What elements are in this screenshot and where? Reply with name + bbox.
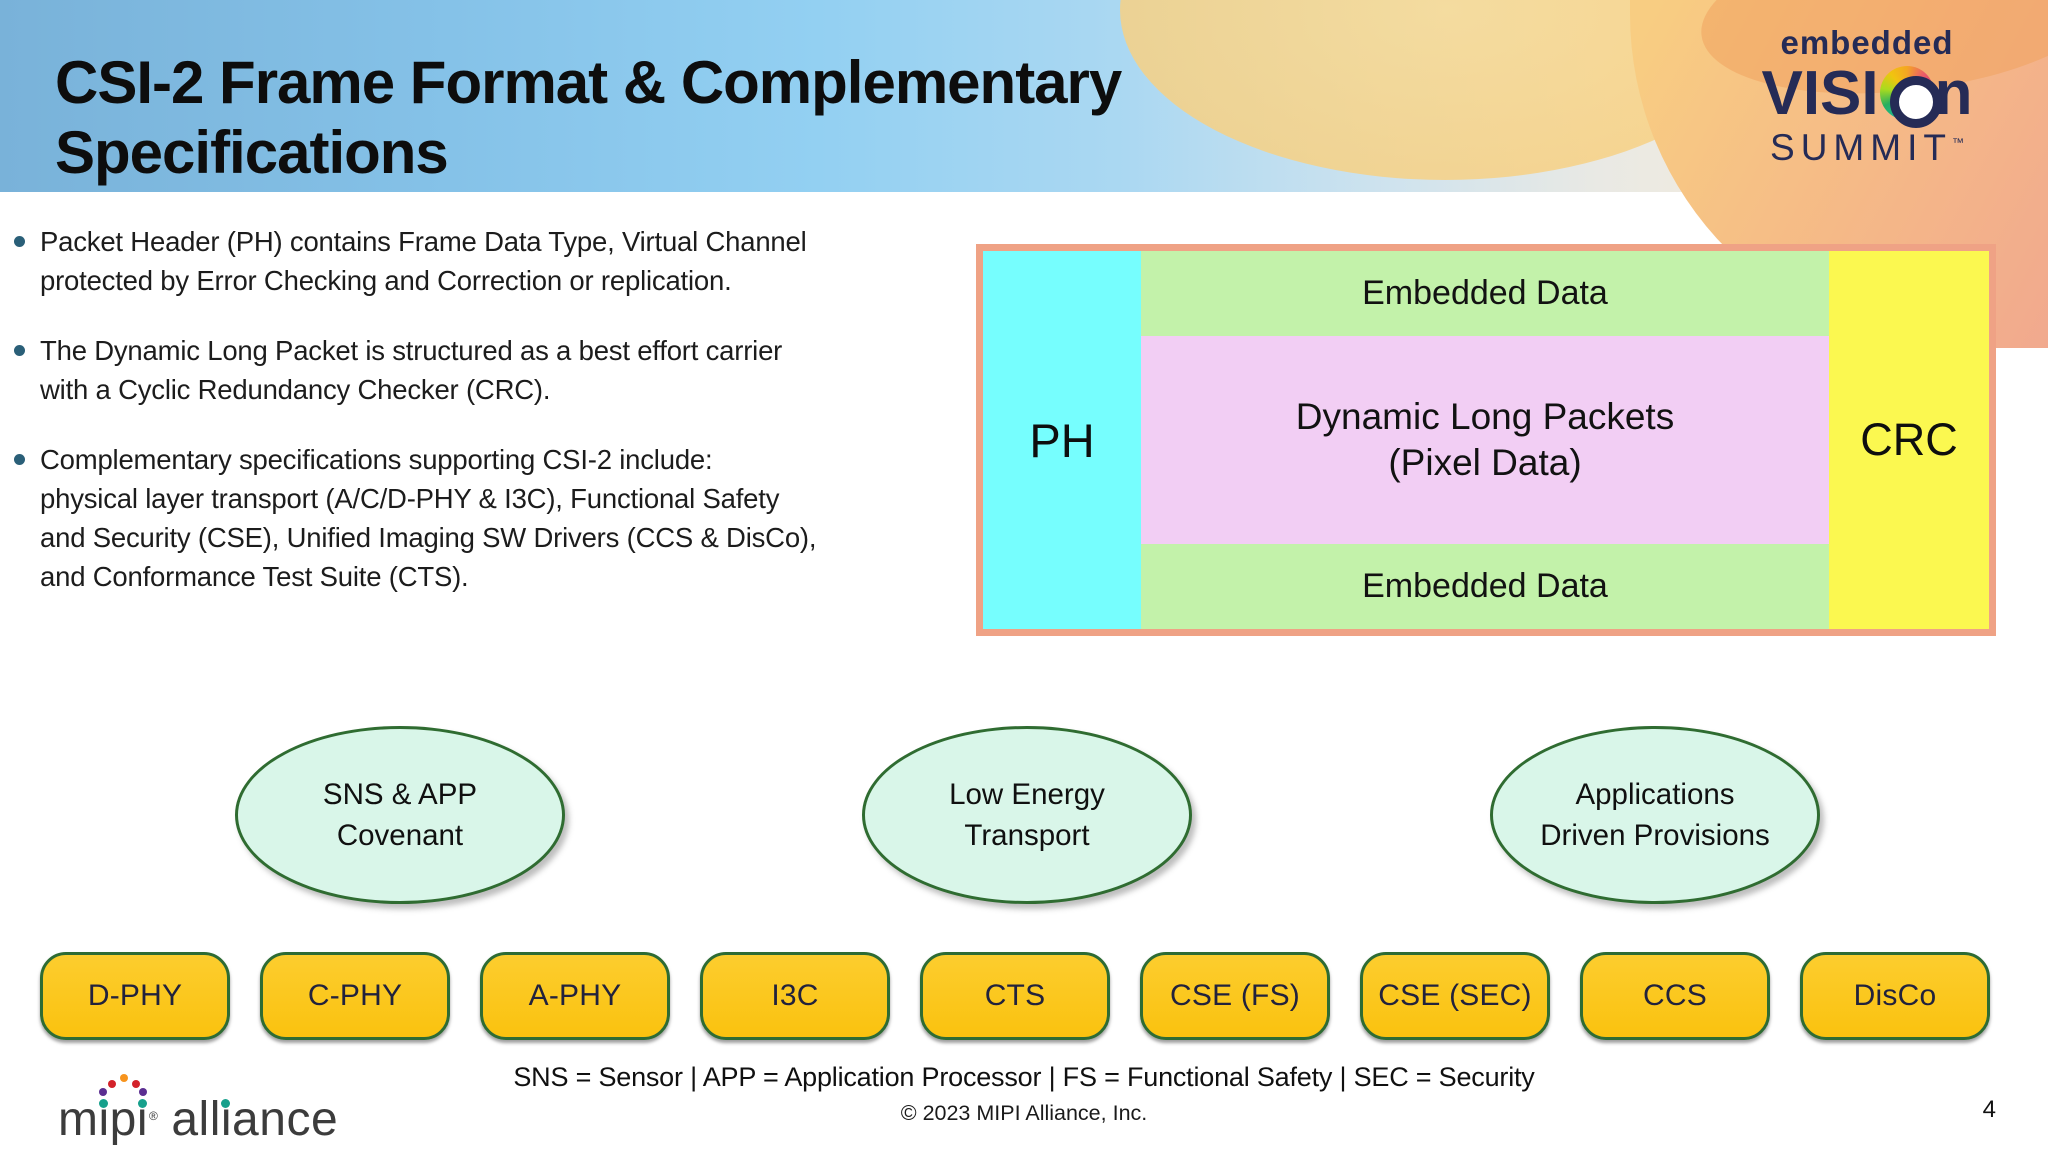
mipi-registered-mark: ® bbox=[149, 1109, 159, 1123]
diagram-embedded-data-bottom-cell: Embedded Data bbox=[1141, 544, 1829, 629]
spec-box-cse-sec: CSE (SEC) bbox=[1360, 952, 1550, 1040]
mipi-logo-word2: alliance bbox=[171, 1093, 339, 1146]
ev-logo-summit-text: SUMMIT™ bbox=[1742, 126, 1992, 170]
bullet-item-dynamic-long-packet: The Dynamic Long Packet is structured as… bbox=[12, 331, 942, 409]
bullet-item-complementary-specs: Complementary specifications supporting … bbox=[12, 440, 942, 596]
spec-box-cts: CTS bbox=[920, 952, 1110, 1040]
diagram-crc-cell: CRC bbox=[1829, 251, 1989, 629]
ev-logo-trademark: ™ bbox=[1951, 135, 1964, 150]
mipi-arc-dot-red-icon bbox=[132, 1080, 140, 1088]
abbreviation-legend: SNS = Sensor | APP = Application Process… bbox=[513, 1062, 1535, 1092]
ellipse-label: SNS & APP Covenant bbox=[322, 778, 478, 852]
color-pinwheel-o-icon bbox=[1879, 66, 1942, 129]
spec-box-disco: DisCo bbox=[1800, 952, 1990, 1040]
spec-box-ccs: CCS bbox=[1580, 952, 1770, 1040]
diagram-dynamic-long-packets-cell: Dynamic Long Packets (Pixel Data) bbox=[1141, 336, 1829, 544]
spec-box-a-phy: A-PHY bbox=[480, 952, 670, 1040]
diagram-ph-cell: PH bbox=[983, 251, 1141, 629]
diagram-dynamic-line1: Dynamic Long Packets bbox=[1295, 396, 1675, 437]
bullet-item-packet-header: Packet Header (PH) contains Frame Data T… bbox=[12, 222, 942, 300]
spec-box-cse-fs: CSE (FS) bbox=[1140, 952, 1330, 1040]
mipi-alliance-logo: mipi ® alliance bbox=[58, 1068, 338, 1144]
copyright-text: © 2023 MIPI Alliance, Inc. bbox=[900, 1101, 1148, 1125]
bullet-list: Packet Header (PH) contains Frame Data T… bbox=[12, 222, 942, 627]
spec-box-c-phy: C-PHY bbox=[260, 952, 450, 1040]
mipi-logo-text: mipi ® alliance bbox=[58, 1068, 338, 1144]
ellipse-low-energy-transport: Low Energy Transport bbox=[862, 726, 1192, 904]
mipi-i-dot-teal-icon bbox=[99, 1099, 108, 1108]
ev-logo-vision-right: n bbox=[1934, 58, 1973, 128]
ellipse-sns-app-covenant: SNS & APP Covenant bbox=[235, 726, 565, 904]
frame-format-diagram: PH Embedded Data Dynamic Long Packets (P… bbox=[976, 244, 1996, 636]
page-number: 4 bbox=[1982, 1096, 1996, 1123]
mipi-i-dot-teal-icon bbox=[221, 1099, 230, 1108]
mipi-arc-dot-purple-icon bbox=[139, 1088, 147, 1096]
ev-logo-vision-text: VISI n bbox=[1742, 58, 1992, 129]
mipi-arc-dot-red-icon bbox=[108, 1080, 116, 1088]
embedded-vision-summit-logo: embedded VISI n SUMMIT™ bbox=[1742, 24, 1992, 170]
ellipse-applications-driven-provisions: Applications Driven Provisions bbox=[1490, 726, 1820, 904]
ev-logo-summit-label: SUMMIT bbox=[1770, 126, 1952, 168]
diagram-middle-column: Embedded Data Dynamic Long Packets (Pixe… bbox=[1141, 251, 1829, 629]
mipi-i-dot-teal-icon bbox=[138, 1099, 147, 1108]
mipi-arc-dot-purple-icon bbox=[99, 1088, 107, 1096]
spec-box-row: D-PHY C-PHY A-PHY I3C CTS CSE (FS) CSE (… bbox=[40, 952, 1990, 1040]
ellipse-label: Low Energy Transport bbox=[949, 778, 1105, 852]
page-title: CSI-2 Frame Format & Complementary Speci… bbox=[55, 49, 1122, 187]
ellipse-label: Applications Driven Provisions bbox=[1540, 778, 1770, 852]
diagram-embedded-data-top-cell: Embedded Data bbox=[1141, 251, 1829, 336]
spec-box-d-phy: D-PHY bbox=[40, 952, 230, 1040]
spec-box-i3c: I3C bbox=[700, 952, 890, 1040]
ev-logo-vision-left: VISI bbox=[1761, 58, 1879, 128]
diagram-dynamic-line2: (Pixel Data) bbox=[1388, 442, 1582, 483]
mipi-arc-dot-orange-icon bbox=[120, 1074, 128, 1082]
ev-logo-embedded-text: embedded bbox=[1780, 24, 1954, 61]
